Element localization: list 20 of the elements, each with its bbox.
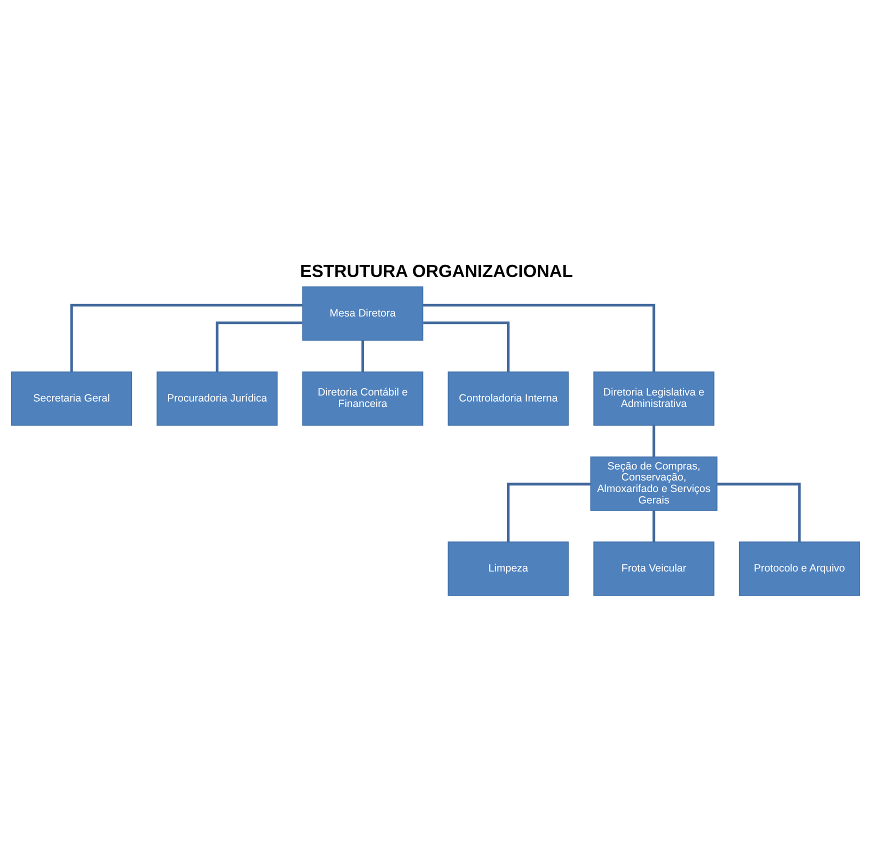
node-box: Diretoria Contábil e Financeira: [302, 370, 424, 426]
connector: [652, 510, 656, 542]
node-box: Seção de Compras, Conservação, Almoxarifado e Serviços Gerais: [590, 456, 718, 510]
node-box: Mesa Diretora: [302, 286, 424, 340]
node-box: Diretoria Legislativa e Administrativa: [593, 370, 714, 426]
node-box: Limpeza: [448, 541, 569, 596]
node-box: Secretaria Geral: [11, 370, 132, 426]
diagram-title: ESTRUTURA ORGANIZACIONAL: [300, 260, 573, 281]
node-box: Frota Veicular: [593, 541, 714, 596]
connector: [506, 482, 590, 542]
connector: [717, 482, 801, 542]
connector: [652, 425, 656, 456]
node-box: Procuradoria Jurídica: [156, 370, 278, 426]
connector: [361, 340, 364, 372]
connector: [216, 320, 302, 372]
connector: [423, 303, 656, 372]
connector: [423, 320, 510, 372]
node-box: Protocolo e Arquivo: [738, 541, 860, 596]
node-box: Controladoria Interna: [448, 370, 569, 426]
connector: [70, 303, 302, 372]
